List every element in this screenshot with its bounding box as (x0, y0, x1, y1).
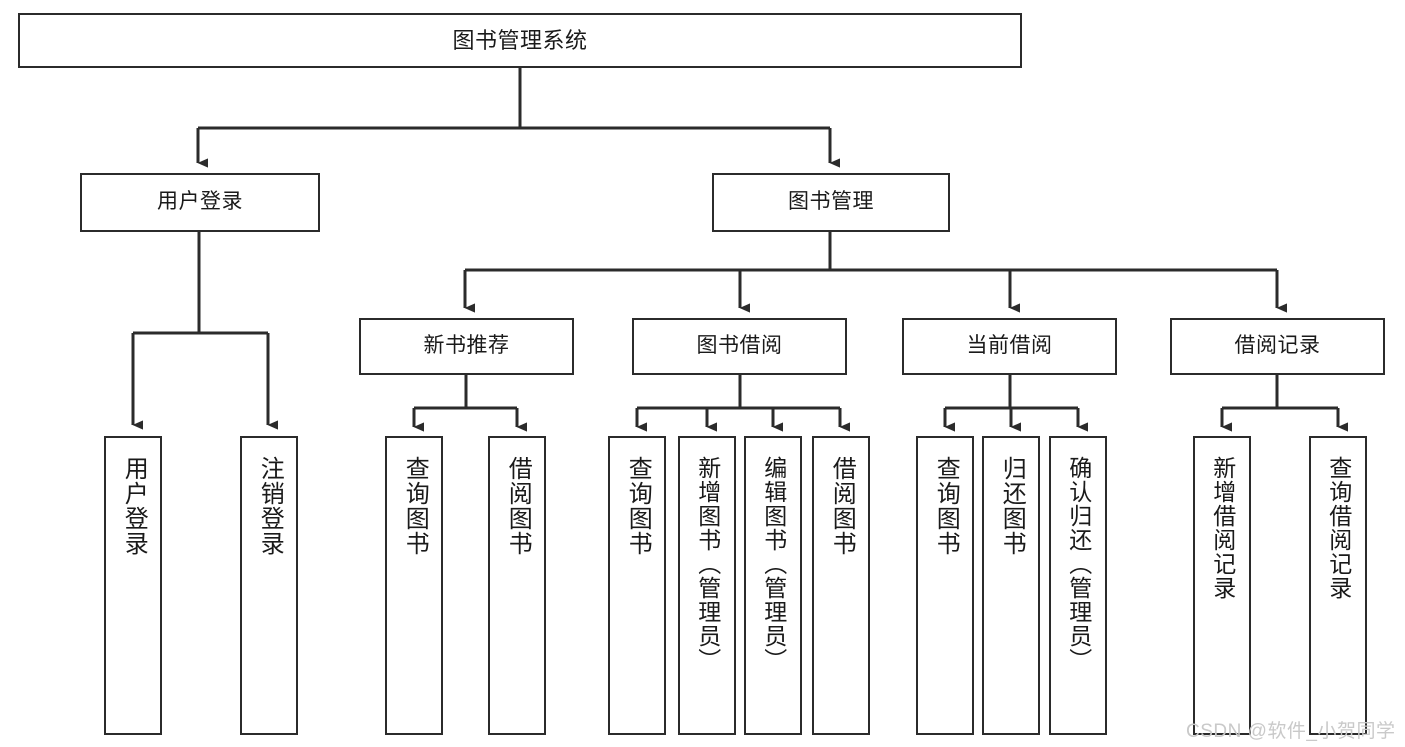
leaf-borrow-book-recommend[interactable]: 借阅图书 (488, 436, 546, 735)
node-label: 查询借阅记录 (1325, 456, 1352, 600)
node-label: 新书推荐 (423, 334, 510, 358)
node-label: 图书管理系统 (452, 27, 588, 53)
node-book-management[interactable]: 图书管理 (712, 173, 950, 232)
leaf-query-book-recommend[interactable]: 查询图书 (385, 436, 443, 735)
node-user-login[interactable]: 用户登录 (80, 173, 320, 232)
node-label: 当前借阅 (966, 334, 1053, 358)
leaf-edit-book-admin[interactable]: 编辑图书（管理员） (744, 436, 802, 735)
node-label: 注销登录 (256, 456, 284, 556)
leaf-confirm-return-admin[interactable]: 确认归还（管理员） (1049, 436, 1107, 735)
leaf-return-book[interactable]: 归还图书 (982, 436, 1040, 735)
node-current-borrow[interactable]: 当前借阅 (902, 318, 1117, 375)
leaf-add-book-admin[interactable]: 新增图书（管理员） (678, 436, 736, 735)
node-label: 新增借阅记录 (1209, 456, 1236, 600)
node-label: 查询图书 (932, 456, 960, 556)
node-label: 查询图书 (401, 456, 429, 556)
csdn-watermark: CSDN @软件_小贺同学 (1186, 721, 1396, 742)
node-label: 借阅图书 (828, 456, 856, 556)
node-new-book-recommend[interactable]: 新书推荐 (359, 318, 574, 375)
node-label: 查询图书 (624, 456, 652, 556)
leaf-borrow-book[interactable]: 借阅图书 (812, 436, 870, 735)
leaf-user-login[interactable]: 用户登录 (104, 436, 162, 735)
node-root-system[interactable]: 图书管理系统 (18, 13, 1022, 68)
node-label: 用户登录 (120, 456, 148, 556)
leaf-logout[interactable]: 注销登录 (240, 436, 298, 735)
leaf-query-borrow-record[interactable]: 查询借阅记录 (1309, 436, 1367, 735)
node-label: 编辑图书（管理员） (760, 456, 787, 672)
node-label: 用户登录 (157, 190, 243, 214)
node-book-borrow[interactable]: 图书借阅 (632, 318, 847, 375)
leaf-add-borrow-record[interactable]: 新增借阅记录 (1193, 436, 1251, 735)
node-label: 新增图书（管理员） (694, 456, 721, 672)
node-label: 确认归还（管理员） (1065, 456, 1092, 672)
node-label: 图书管理 (788, 190, 874, 214)
node-label: 图书借阅 (696, 334, 783, 358)
leaf-query-book-current[interactable]: 查询图书 (916, 436, 974, 735)
leaf-query-book-borrow[interactable]: 查询图书 (608, 436, 666, 735)
node-label: 借阅图书 (504, 456, 532, 556)
node-borrow-record[interactable]: 借阅记录 (1170, 318, 1385, 375)
node-label: 归还图书 (998, 456, 1026, 556)
node-label: 借阅记录 (1234, 334, 1321, 358)
